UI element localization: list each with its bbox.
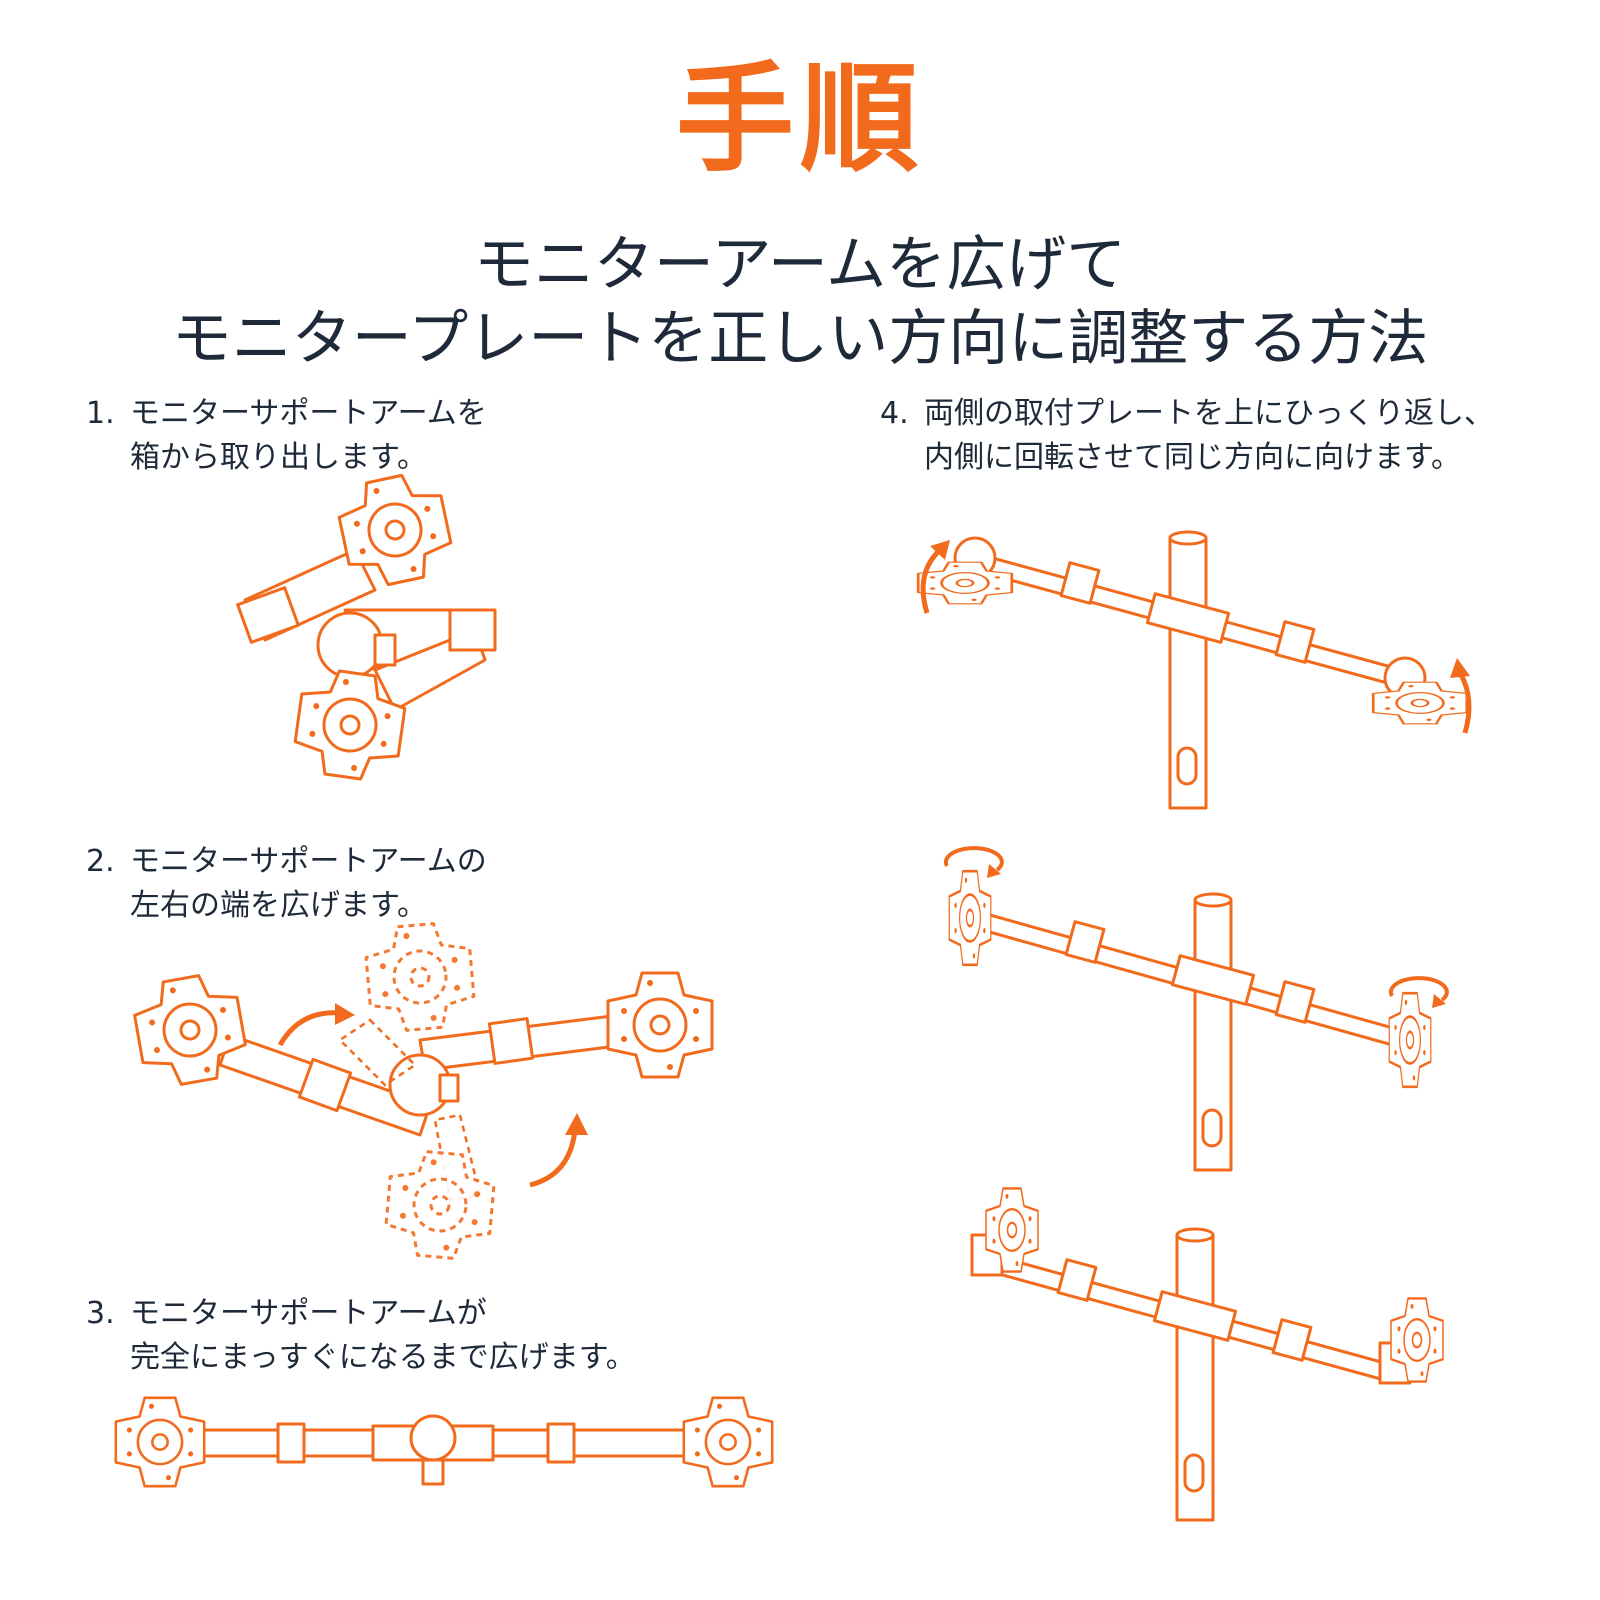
step-number: 1.: [86, 396, 115, 431]
step-3-caption: 3. モニターサポートアームが 完全にまっすぐになるまで広げます。: [86, 1292, 766, 1382]
step-text-line: 両側の取付プレートを上にひっくり返し、: [924, 396, 1494, 431]
step-4b-illustration: [943, 846, 1449, 1172]
step-number: 4.: [880, 396, 909, 431]
step-text: モニターサポートアームの 左右の端を広げます。: [130, 840, 487, 928]
curved-arrow-icon: [1457, 671, 1472, 734]
step-text-line: 完全にまっすぐになるまで広げます。: [130, 1340, 636, 1375]
subtitle-line-1: モニターアームを広げて: [473, 230, 1127, 300]
step-text: モニターサポートアームを 箱から取り出します。: [130, 392, 487, 480]
curved-arrow-icon: [529, 1129, 578, 1188]
step-text-line: モニターサポートアームの: [130, 844, 487, 879]
step-2-illustration: [128, 919, 714, 1263]
step-1-caption: 1. モニターサポートアームを 箱から取り出します。: [86, 392, 646, 482]
step-1-illustration: [236, 466, 497, 786]
subtitle-line-2: モニタープレートを正しい方向に調整する方法: [171, 304, 1429, 374]
curved-arrow-icon: [920, 548, 942, 614]
step-2-caption: 2. モニターサポートアームの 左右の端を広げます。: [86, 840, 646, 930]
step-4a-illustration: [916, 530, 1472, 810]
step-text: 両側の取付プレートを上にひっくり返し、 内側に回転させて同じ方向に向けます。: [924, 392, 1494, 480]
step-number: 3.: [86, 1296, 115, 1331]
step-text-line: 左右の端を広げます。: [130, 888, 427, 923]
page-subtitle: モニターアームを広げて モニタープレートを正しい方向に調整する方法: [0, 228, 1600, 376]
step-3-illustration: [114, 1396, 774, 1488]
page-title: 手順: [675, 50, 924, 188]
step-4-caption: 4. 両側の取付プレートを上にひっくり返し、 内側に回転させて同じ方向に向けます…: [880, 392, 1580, 482]
step-4c-illustration: [970, 1187, 1445, 1522]
step-text: モニターサポートアームが 完全にまっすぐになるまで広げます。: [130, 1292, 636, 1380]
step-text-line: 箱から取り出します。: [130, 440, 427, 475]
step-text-line: モニターサポートアームが: [130, 1296, 487, 1331]
step-text-line: モニターサポートアームを: [130, 396, 487, 431]
step-text-line: 内側に回転させて同じ方向に向けます。: [924, 440, 1461, 475]
curved-arrow-icon: [277, 1010, 341, 1047]
step-number: 2.: [86, 844, 115, 879]
